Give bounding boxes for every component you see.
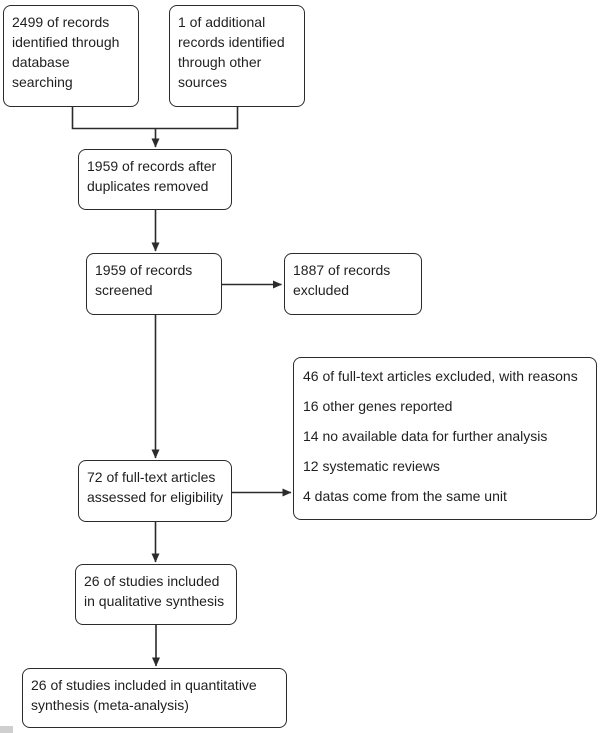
box-text-line: 1959 of records	[95, 262, 193, 278]
box-text-line: 26 of studies included	[84, 573, 220, 589]
box-records-excluded: 1887 of records excluded	[284, 253, 422, 315]
box-text-line: screened	[95, 282, 153, 298]
box-text-line: 72 of full-text articles	[87, 469, 216, 485]
box-text-line: searching	[12, 74, 73, 90]
box-fulltext-excluded-reasons: 46 of full-text articles excluded, with …	[293, 357, 597, 520]
connector-merge-lines	[71, 107, 239, 130]
box-text-line: 14 no available data for further analysi…	[303, 428, 548, 444]
box-text-line: 16 other genes reported	[303, 398, 453, 414]
box-text-line: 1887 of records	[293, 262, 391, 278]
box-text-line: 46 of full-text articles excluded, with …	[303, 368, 578, 384]
box-text-line: excluded	[293, 282, 350, 298]
box-duplicates-removed: 1959 of records after duplicates removed	[78, 149, 232, 210]
box-text-line: 1959 of records after	[87, 158, 217, 174]
box-qualitative-synthesis: 26 of studies included in qualitative sy…	[75, 564, 237, 625]
box-text-line: identified through	[12, 34, 120, 50]
box-text-line: records identified	[178, 34, 285, 50]
box-identified-other-sources: 1 of additional records identified throu…	[169, 5, 305, 107]
box-text-line: sources	[178, 74, 228, 90]
box-text-line: 12 systematic reviews	[303, 458, 440, 474]
box-text-line: through other	[178, 54, 262, 70]
box-records-screened: 1959 of records screened	[86, 253, 222, 315]
box-fulltext-assessed: 72 of full-text articles assessed for el…	[78, 460, 232, 522]
box-text-line: assessed for eligibility	[87, 489, 224, 505]
box-text-line: database	[12, 54, 70, 70]
box-text-line: duplicates removed	[87, 178, 209, 194]
box-text-line: 26 of studies included in quantitative	[31, 677, 257, 693]
box-text-line: in qualitative synthesis	[84, 593, 225, 609]
box-quantitative-synthesis: 26 of studies included in quantitative s…	[22, 668, 287, 728]
box-text-line: 4 datas come from the same unit	[303, 488, 507, 504]
box-text-line: 2499 of records	[12, 14, 110, 30]
box-text-line: 1 of additional	[178, 14, 266, 30]
corner-artifact	[0, 726, 13, 733]
box-identified-database: 2499 of records identified through datab…	[3, 5, 139, 107]
box-text-line: synthesis (meta-analysis)	[31, 697, 189, 713]
